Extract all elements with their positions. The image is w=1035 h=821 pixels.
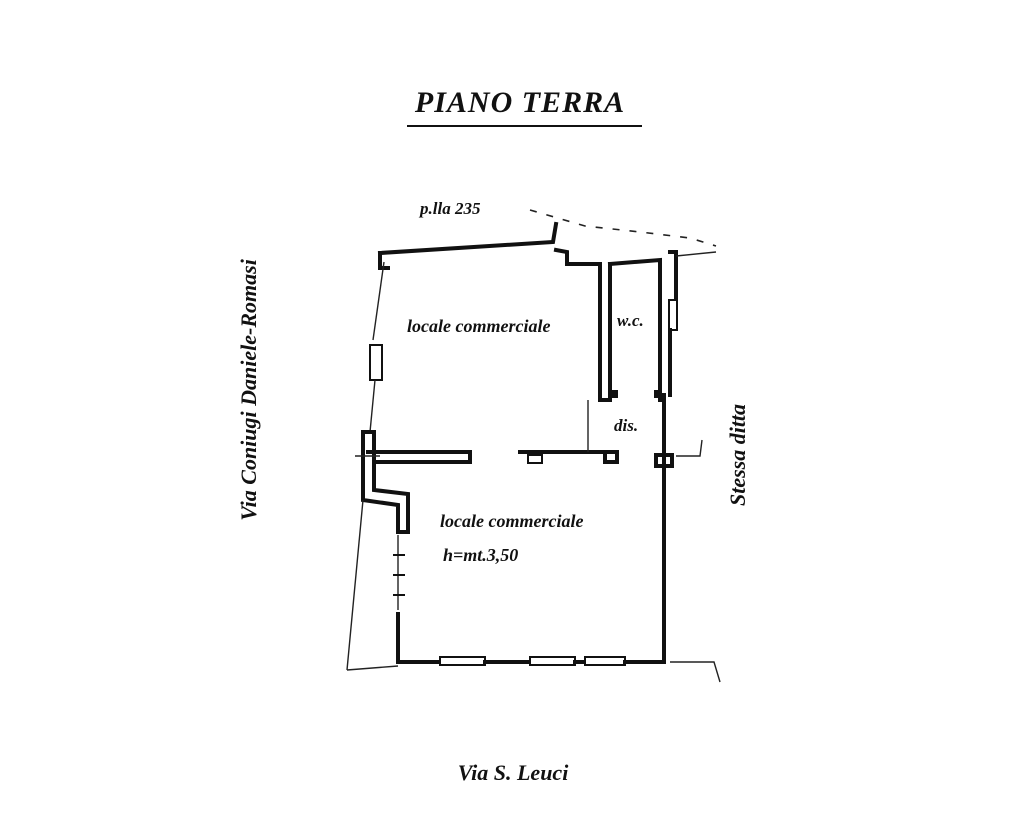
south-east-property-line	[670, 661, 721, 683]
street-label-west: Via Coniugi Daniele-Romasi	[236, 258, 261, 520]
street-label-south: Via S. Leuci	[458, 760, 570, 785]
west-property-line	[346, 499, 364, 671]
west-mid-thin-wall	[369, 379, 376, 433]
room-height-label: h=mt.3,50	[443, 545, 518, 565]
door-mark-wc	[612, 390, 618, 398]
door-mark-corridor	[654, 390, 660, 398]
south-window-3	[584, 656, 626, 666]
east-wall-pillar	[654, 453, 674, 468]
middle-wall-west	[366, 450, 472, 464]
plan-title: PIANO TERRA	[414, 86, 625, 119]
parcel-boundary-line	[529, 209, 717, 247]
west-upper-window	[369, 344, 383, 381]
south-window-2	[529, 656, 576, 666]
wc-north-east-wall	[607, 257, 662, 402]
west-lower-wall-bottom	[396, 612, 407, 664]
east-middle-marker	[676, 439, 703, 457]
west-lower-wall	[361, 430, 410, 534]
east-wall-window	[668, 299, 678, 331]
middle-wall-east	[518, 450, 619, 464]
neighbour-label-east: Stessa ditta	[725, 404, 750, 506]
north-west-corner	[378, 251, 390, 270]
east-wall-top	[668, 250, 678, 302]
room-label-lower: locale commerciale	[440, 511, 583, 531]
parcel-label: p.lla 235	[418, 199, 481, 218]
north-wall-step	[553, 247, 602, 266]
dis-label: dis.	[614, 416, 638, 435]
north-wall-west	[377, 221, 559, 256]
room-label-upper: locale commerciale	[407, 316, 550, 336]
south-window-1	[439, 656, 486, 666]
building-walls	[346, 221, 721, 683]
upper-room-east-wall	[598, 262, 610, 402]
north-east-property-line	[675, 251, 717, 257]
wc-label: w.c.	[617, 311, 644, 330]
south-west-property-line	[346, 665, 399, 671]
west-upper-thin-wall	[372, 261, 385, 341]
middle-wall-pillar	[527, 454, 543, 464]
